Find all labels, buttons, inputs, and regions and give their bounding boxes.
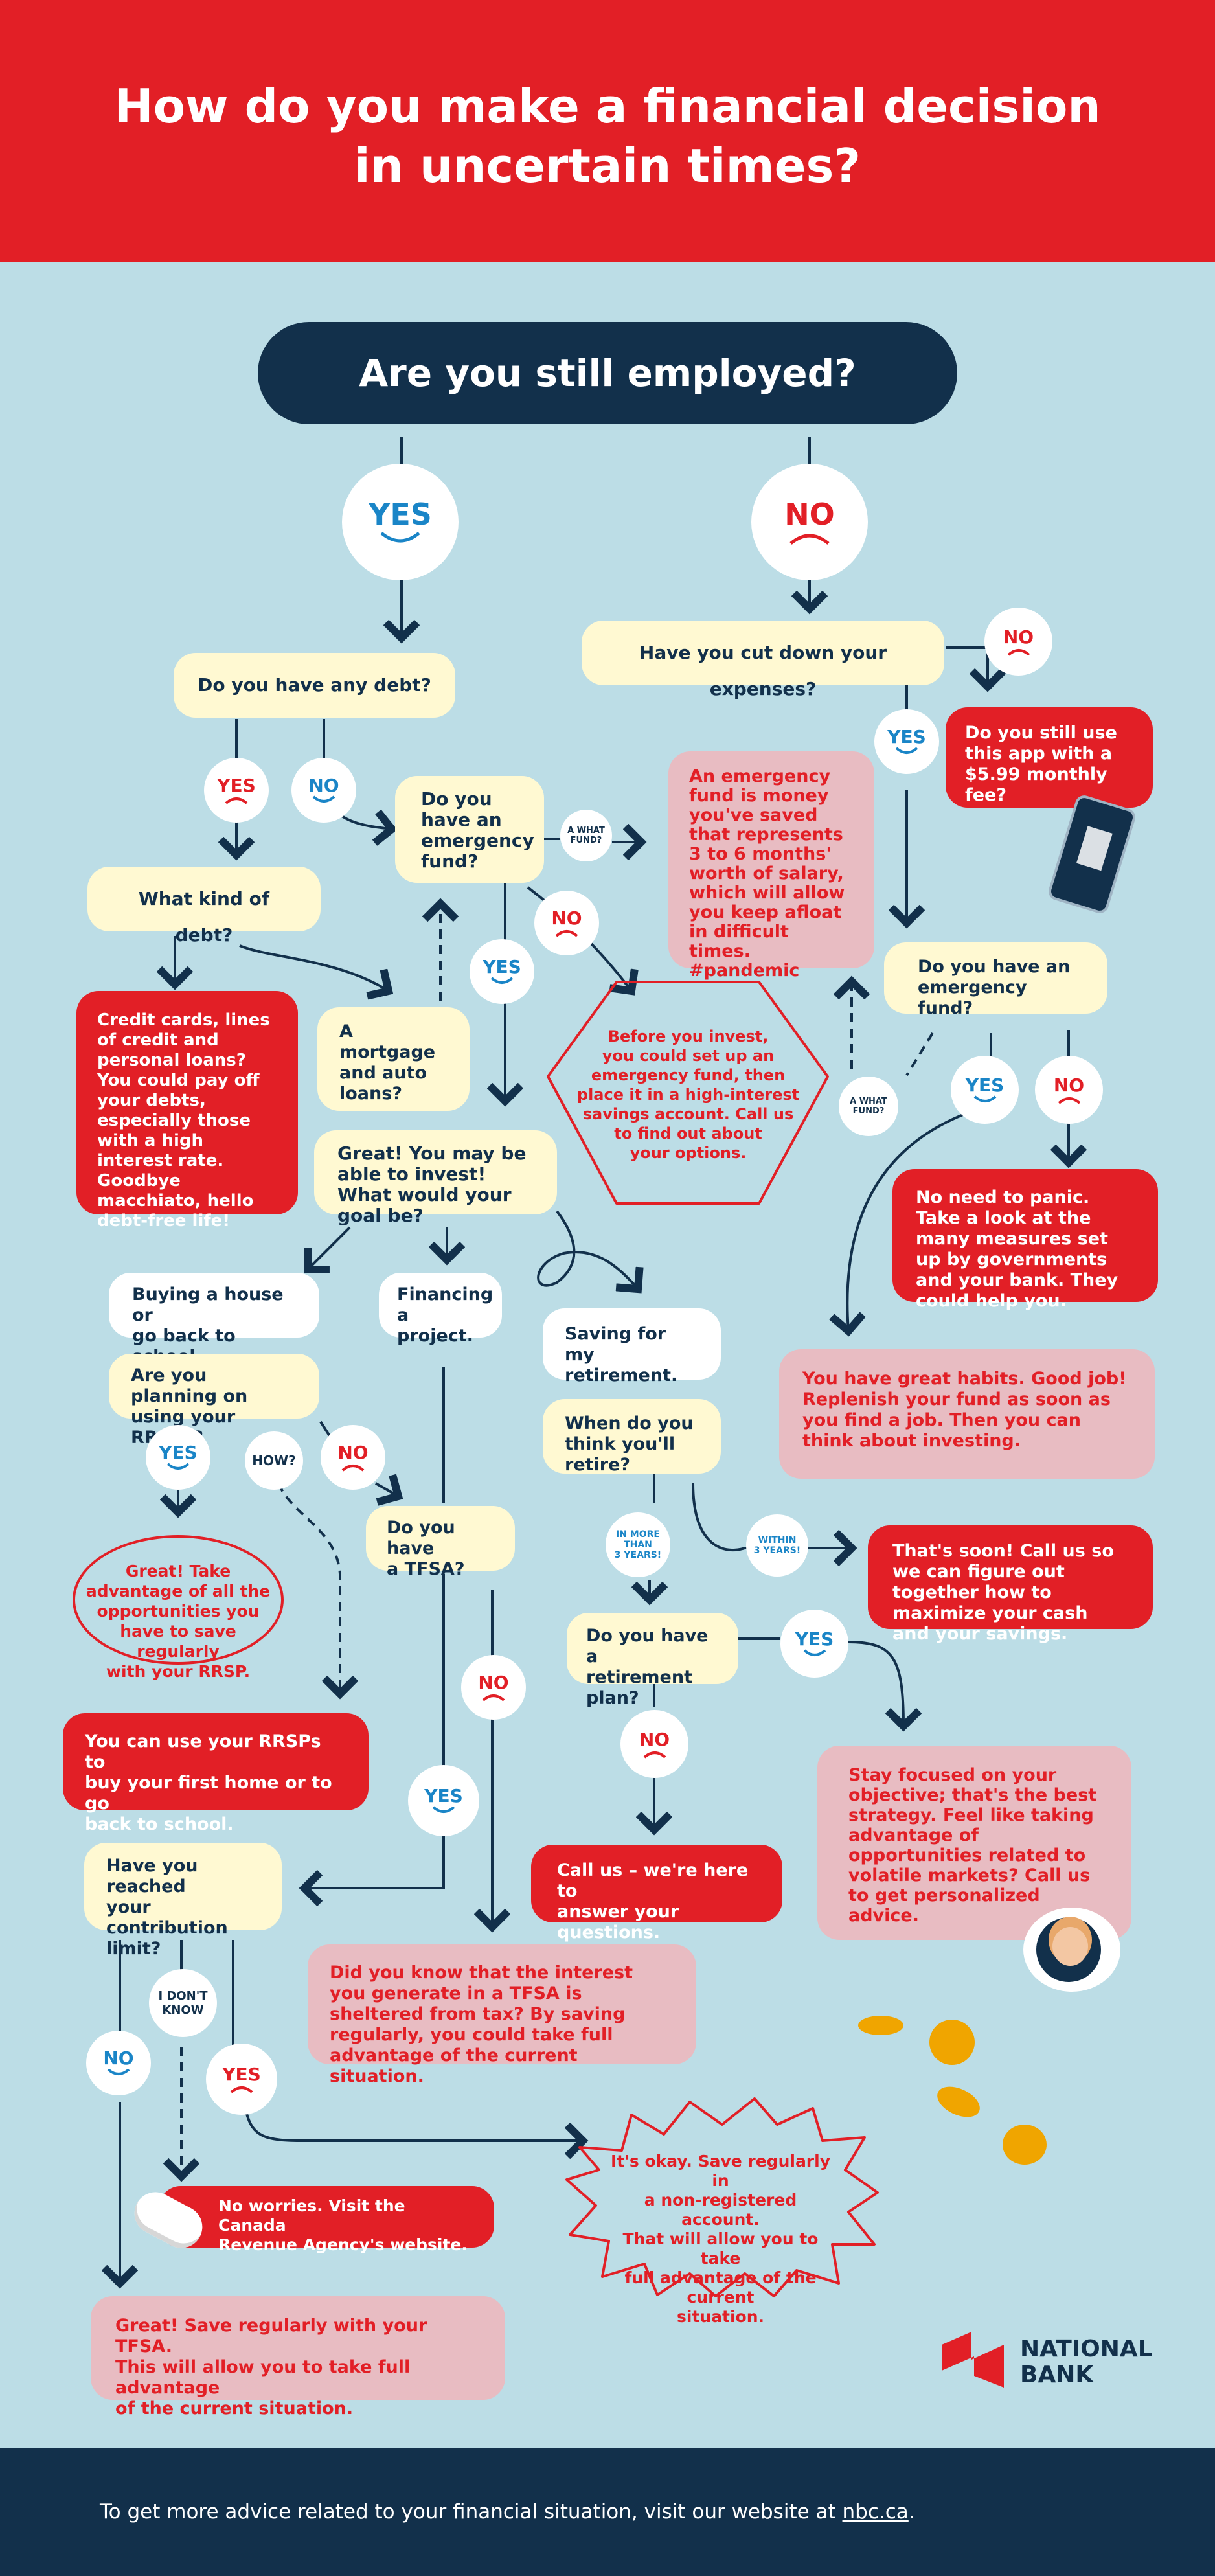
question-emergency-fund-2: Do you have an emergency fund? (884, 942, 1107, 1018)
frown-icon (225, 797, 248, 804)
yes-badge-retirement-plan: YES (780, 1610, 848, 1678)
great-habits-box: You have great habits. Good job! Repleni… (779, 1349, 1155, 1479)
no-badge-expenses: NO (984, 608, 1052, 676)
no-panic-box: No need to panic. Take a look at the man… (892, 1169, 1158, 1311)
footer (0, 2448, 1215, 2576)
frown-icon (341, 1465, 365, 1472)
smile-icon (107, 2068, 130, 2075)
footer-text: To get more advice related to your finan… (100, 2499, 915, 2525)
question-contribution-limit: Have you reached your contribution limit… (84, 1843, 282, 1959)
frown-icon (1058, 1097, 1080, 1104)
smile-icon (895, 747, 918, 754)
rrsp-great-text: Great! Take advantage of all the opportu… (85, 1562, 271, 1681)
rrsp-great-ellipse (73, 1535, 284, 1665)
yes-badge-tfsa: YES (408, 1765, 479, 1836)
question-emergency-fund: Do you have an emergency fund? (395, 776, 544, 883)
national-bank-logo-icon (942, 2332, 1004, 2388)
yes-badge-employed: YES (342, 464, 459, 580)
call-us-box: Call us – we're here to answer your ques… (531, 1845, 782, 1943)
footer-suffix: . (908, 2500, 915, 2524)
frown-icon (789, 534, 830, 545)
frown-icon (482, 1694, 505, 1702)
question-debt-kind: What kind of debt? (87, 867, 321, 946)
header-banner (0, 0, 1215, 262)
smile-icon (973, 1095, 996, 1102)
question-invest-goal: Great! You may be able to invest! What w… (314, 1130, 557, 1226)
option-buy-house: Buying a house or go back to school. (109, 1273, 319, 1367)
website-link[interactable]: nbc.ca (842, 2500, 909, 2524)
no-badge-contribution: NO (86, 2031, 151, 2095)
within-3-badge: WITHIN 3 YEARS! (746, 1514, 808, 1577)
frown-icon (230, 2086, 253, 2093)
what-fund-badge-2: A WHAT FUND? (839, 1077, 898, 1136)
frown-icon (555, 930, 578, 937)
question-tfsa: Do you have a TFSA? (366, 1506, 515, 1579)
nonreg-text: It's okay. Save regularly in a non-regis… (610, 2152, 831, 2326)
question-cut-expenses: Have you cut down your expenses? (582, 621, 944, 700)
option-retirement: Saving for my retirement. (543, 1308, 721, 1385)
how-badge: HOW? (245, 1431, 303, 1490)
cra-box: No worries. Visit the Canada Revenue Age… (159, 2186, 494, 2254)
in-more-than-3-badge: IN MORE THAN 3 YEARS! (606, 1512, 670, 1577)
question-retire-when: When do you think you'll retire? (543, 1399, 721, 1475)
before-invest-text: Before you invest, you could set up an e… (576, 1027, 800, 1162)
no-badge-retirement-plan: NO (620, 1710, 688, 1778)
no-badge-debt: NO (291, 758, 356, 823)
yes-badge-expenses: YES (874, 709, 939, 774)
national-bank-logo-text: NATIONAL BANK (1020, 2336, 1153, 2388)
question-employed: Are you still employed? (258, 322, 957, 424)
footer-prefix: To get more advice related to your finan… (100, 2500, 843, 2524)
coin-icon (858, 2016, 903, 2035)
no-badge-rrsp: NO (321, 1425, 385, 1490)
page-title: How do you make a financial decision in … (114, 79, 1101, 193)
smile-icon (166, 1463, 190, 1470)
smile-icon (490, 977, 514, 984)
smile-icon (312, 795, 335, 803)
yes-badge-emergency: YES (470, 939, 534, 1004)
no-badge-unemployed: NO (751, 464, 868, 580)
yes-badge-debt: YES (204, 758, 269, 823)
coin-icon (1003, 2125, 1047, 2165)
mortgage-box: A mortgage and auto loans? (317, 1007, 470, 1111)
coin-icon (929, 2020, 975, 2065)
app-fee-box: Do you still use this app with a $5.99 m… (946, 707, 1153, 808)
yes-badge-rrsp: YES (146, 1425, 210, 1490)
tfsa-info-box: Did you know that the interest you gener… (308, 1944, 696, 2086)
soon-box: That's soon! Call us so we can figure ou… (868, 1525, 1153, 1644)
question-rrsp: Are you planning on using your RRSPs? (109, 1354, 319, 1448)
smile-icon (380, 532, 420, 543)
before-invest-octagon (547, 981, 829, 1205)
frown-icon (1007, 648, 1030, 656)
yes-badge-contribution: YES (206, 2044, 277, 2115)
smile-icon (432, 1806, 455, 1813)
option-financing-project: Financing a project. (379, 1273, 502, 1346)
what-fund-badge: A WHAT FUND? (560, 810, 612, 861)
no-badge-emergency-2: NO (1035, 1056, 1103, 1124)
question-retirement-plan: Do you have a retirement plan? (567, 1613, 738, 1708)
smile-icon (803, 1648, 826, 1656)
question-debt: Do you have any debt? (174, 653, 455, 718)
stay-focused-box: Stay focused on your objective; that's t… (817, 1746, 1131, 1940)
credit-cards-box: Credit cards, lines of credit and person… (76, 991, 298, 1231)
dont-know-badge: I DON'T KNOW (149, 1969, 217, 2037)
nonreg-starburst (565, 2097, 879, 2297)
rrsp-home-box: You can use your RRSPs to buy your first… (63, 1713, 369, 1834)
yes-badge-emergency-2: YES (951, 1056, 1019, 1124)
emergency-fund-definition: An emergency fund is money you've saved … (668, 751, 874, 981)
frown-icon (643, 1751, 666, 1759)
no-badge-tfsa: NO (461, 1655, 526, 1720)
tfsa-great-box: Great! Save regularly with your TFSA. Th… (91, 2296, 505, 2419)
advisor-avatar (1023, 1908, 1120, 1992)
no-badge-emergency: NO (534, 891, 599, 955)
